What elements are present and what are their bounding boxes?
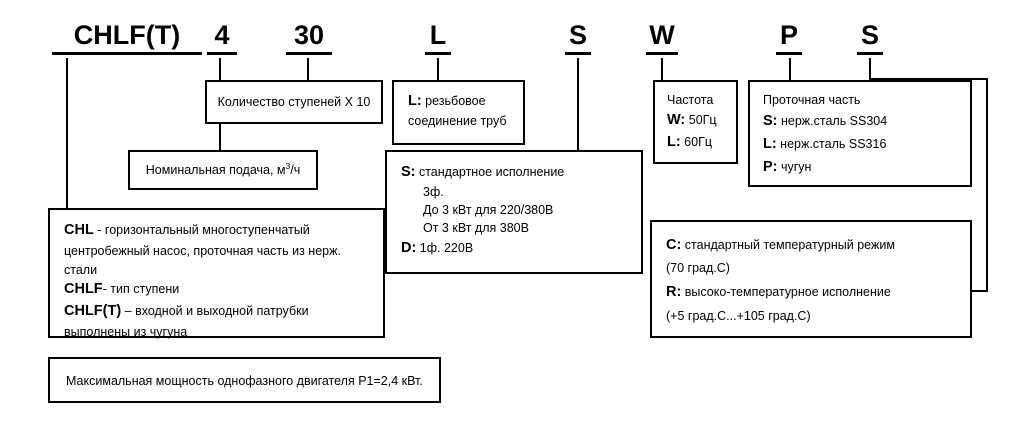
box-series-chlf-text: - тип ступени — [102, 282, 180, 297]
code-token-frequency: W — [646, 22, 678, 55]
box-material-p: P: чугун — [763, 157, 970, 178]
box-frequency: Частота W: 50Гц L: 60Гц — [653, 80, 738, 164]
code-token-temperature: S — [857, 22, 883, 55]
connector-material — [789, 58, 791, 80]
connector-temperature-drop — [986, 78, 988, 292]
connector-connection — [437, 58, 439, 80]
box-series-chl-line3: стали — [64, 262, 98, 277]
box-material: Проточная часть S: нерж.сталь SS304 L: н… — [748, 80, 972, 187]
box-temperature-c-range: (70 град.С) — [666, 261, 730, 276]
box-phase-key-d: D: — [401, 240, 417, 257]
box-phase-s-line3: До 3 кВт для 220/380В — [423, 203, 554, 218]
connector-phase — [577, 58, 579, 150]
code-token-material: P — [776, 22, 802, 55]
box-series-chlft-line2: выполнены из чугуна — [64, 324, 188, 339]
box-material-p-text: чугун — [777, 160, 812, 175]
box-series-chlft: CHLF(T) – входной и выходной патрубки — [64, 301, 383, 323]
box-phase-d-line: D: 1ф. 220В — [401, 238, 641, 259]
box-material-key-p: P: — [763, 159, 778, 176]
box-series-chl: CHL - горизонтальный многоступенчатый — [64, 220, 383, 242]
box-flow-text: Номинальная подача, м3/ч — [146, 161, 300, 179]
code-token-stages: 30 — [286, 22, 332, 55]
box-phase-s-line1: S: стандартное исполнение — [401, 162, 641, 183]
box-phase-s-line2: 3ф. — [423, 185, 444, 200]
box-phase-s-text: стандартное исполнение — [415, 165, 565, 179]
box-material-l: L: нерж.сталь SS316 — [763, 134, 970, 155]
box-series-chlf: CHLF- тип ступени — [64, 279, 383, 301]
box-phase-key-s: S: — [401, 164, 416, 180]
box-temperature: C: стандартный температурный режим (70 г… — [650, 220, 972, 338]
box-flow: Номинальная подача, м3/ч — [128, 150, 318, 190]
box-temperature-r-range: (+5 град.С...+105 град.С) — [666, 308, 811, 323]
box-material-s-text: нерж.сталь SS304 — [777, 114, 888, 129]
box-connection-text1: резьбовое — [421, 94, 486, 108]
box-flow-text-before: Номинальная подача, м — [145, 162, 286, 177]
box-temperature-key-r: R: — [666, 284, 682, 301]
code-token-series: CHLF(T) — [52, 22, 202, 55]
box-frequency-l: L: 60Гц — [667, 132, 736, 153]
connector-frequency — [661, 58, 663, 80]
box-temperature-c: C: стандартный температурный режим — [666, 233, 970, 258]
box-phase-d-text: 1ф. 220В — [416, 241, 474, 256]
box-series-key-chlft: CHLF(T) — [64, 303, 122, 319]
box-frequency-key-l: L: — [667, 134, 681, 151]
code-token-phase: S — [565, 22, 591, 55]
connector-temperature-stub — [869, 58, 871, 80]
box-frequency-w-text: 50Гц — [685, 113, 717, 128]
box-series-chlft-text1: – входной и выходной патрубки — [121, 304, 309, 318]
connector-stages — [307, 58, 309, 80]
box-phase: S: стандартное исполнение 3ф. До 3 кВт д… — [385, 150, 643, 274]
box-temperature-c-text: стандартный температурный режим — [681, 238, 895, 252]
box-series-key-chl: CHL — [64, 222, 94, 238]
box-frequency-heading: Частота — [667, 93, 714, 107]
box-connection: L: резьбовое соединение труб — [392, 80, 525, 145]
box-material-key-l: L: — [763, 136, 777, 153]
connector-temperature-entry — [960, 290, 988, 292]
box-frequency-l-text: 60Гц — [680, 135, 712, 150]
box-temperature-key-c: C: — [666, 237, 682, 253]
box-material-l-text: нерж.сталь SS316 — [776, 137, 887, 152]
box-flow-superscript: 3 — [285, 160, 291, 171]
box-connection-line2: соединение труб — [408, 114, 507, 129]
box-material-heading: Проточная часть — [763, 93, 861, 107]
connector-series — [66, 58, 68, 208]
box-series-chl-line2: центробежный насос, проточная часть из н… — [64, 243, 341, 258]
box-stages: Количество ступеней Х 10 — [205, 80, 383, 124]
box-stages-text: Количество ступеней Х 10 — [217, 94, 371, 109]
box-material-s: S: нерж.сталь SS304 — [763, 111, 970, 132]
box-series: CHL - горизонтальный многоступенчатый це… — [48, 208, 385, 339]
box-material-key-s: S: — [763, 113, 778, 130]
box-power-note: Максимальная мощность однофазного двигат… — [48, 357, 441, 403]
box-frequency-w: W: 50Гц — [667, 110, 736, 131]
box-temperature-r-text: высоко-температурное исполнение — [681, 285, 891, 300]
box-series-chl-text1: - горизонтальный многоступенчатый — [93, 223, 310, 237]
box-connection-key: L: — [408, 93, 422, 109]
box-phase-s-line4: От 3 кВт для 380В — [423, 221, 529, 236]
box-series-key-chlf: CHLF — [64, 281, 103, 298]
box-flow-text-after: /ч — [290, 162, 301, 177]
box-connection-line1: L: резьбовое — [408, 91, 523, 112]
box-temperature-r: R: высоко-температурное исполнение — [666, 280, 970, 305]
box-frequency-key-w: W: — [667, 112, 686, 129]
connector-temperature-top — [869, 78, 988, 80]
code-token-flow: 4 — [207, 22, 237, 55]
box-power-note-text: Максимальная мощность однофазного двигат… — [66, 374, 423, 388]
code-token-connection: L — [425, 22, 451, 55]
